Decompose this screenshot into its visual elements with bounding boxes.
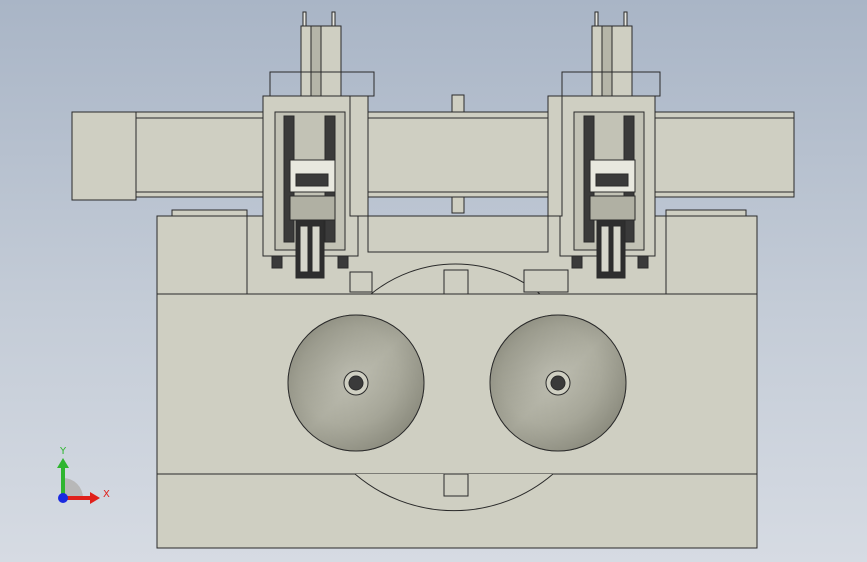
rotary-table — [349, 263, 569, 512]
coordinate-triad: Y X — [57, 446, 110, 504]
left-spindle-head — [262, 11, 375, 279]
left-cone-disc — [287, 314, 425, 452]
x-axis-arrowhead — [90, 492, 100, 504]
right-spindle-head — [547, 11, 661, 279]
right-cone-disc — [489, 314, 627, 452]
z-axis-dot — [58, 493, 68, 503]
x-axis-label: X — [103, 489, 110, 500]
y-axis-arrowhead — [57, 458, 69, 468]
y-axis-label: Y — [59, 446, 67, 457]
horizontal-beam — [71, 94, 795, 217]
